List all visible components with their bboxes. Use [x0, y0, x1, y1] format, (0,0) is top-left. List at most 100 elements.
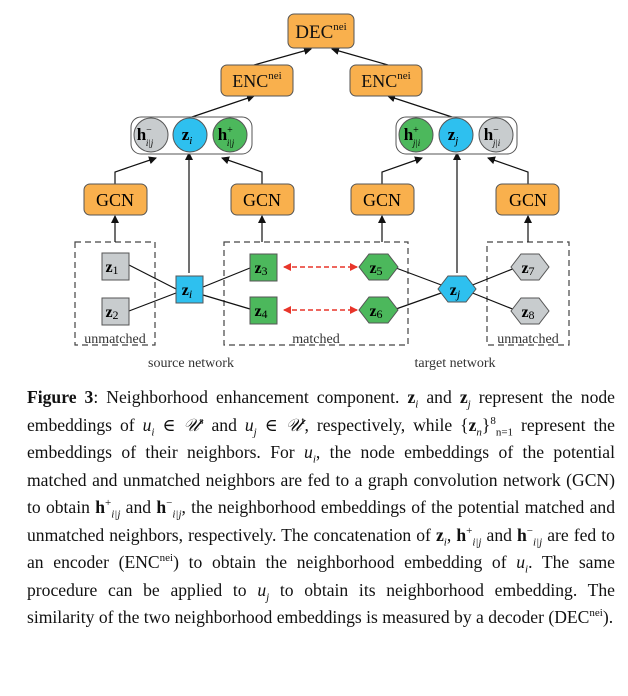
caption-text: represent the node embeddings of [27, 387, 615, 435]
h-plus-ij-label: h+i|j [218, 125, 235, 148]
caption-sym: { [460, 414, 469, 435]
caption-sym: t [301, 414, 305, 427]
zj-label: zj [448, 125, 459, 147]
caption-sym: n=1 [495, 426, 514, 439]
svg-text:GCN: GCN [96, 190, 134, 210]
unmatched-right-label: unmatched [497, 332, 558, 347]
caption-text: to obtain its neighborhood embedding. Th… [27, 579, 615, 628]
caption-sym: u [142, 414, 152, 435]
caption-sym: u [257, 579, 267, 600]
caption-sym: 𝒰 [183, 414, 200, 435]
svg-text:z8: z8 [521, 304, 534, 322]
node-z6: z6 [358, 296, 399, 324]
caption-sym: i [312, 453, 316, 466]
figure-label: Figure 3 [27, 387, 94, 407]
svg-text:z4: z4 [254, 303, 267, 321]
graph-edges [128, 264, 516, 312]
caption-sym: z [459, 387, 468, 407]
svg-text:z2: z2 [105, 304, 118, 322]
flow-arrows [111, 47, 532, 273]
node-z8: z8 [510, 297, 550, 325]
caption-sym: nei [589, 607, 603, 620]
caption-sym: i|j [472, 536, 482, 549]
caption-sym: j [266, 591, 270, 604]
svg-text:ENCnei: ENCnei [232, 70, 281, 91]
node-z4: z4 [249, 296, 278, 325]
neighborhood-enhancement-diagram: DECnei ENCnei ENCnei h−i|j zi h+i|j [74, 13, 570, 371]
caption-text: and [426, 387, 452, 407]
figure-caption: Figure 3: Neighborhood enhancement compo… [27, 384, 615, 632]
svg-text:GCN: GCN [509, 190, 547, 210]
caption-sym: + [466, 524, 473, 537]
caption-sym: z [407, 387, 416, 407]
h-minus-ij-label: h−i|j [137, 125, 154, 148]
node-z2: z2 [101, 297, 130, 326]
caption-sym: ∈ [162, 414, 176, 435]
svg-text:z3: z3 [254, 260, 267, 278]
svg-text:z5: z5 [369, 260, 382, 278]
gcn-box-2: GCN [230, 183, 295, 216]
node-z1: z1 [101, 252, 130, 281]
caption-text: ) to obtain the neighborhood embedding o… [173, 552, 507, 572]
caption-sym: i [151, 426, 155, 439]
concat-left: h−i|j zi h+i|j [130, 116, 253, 155]
caption-text: represent the embeddings of their neighb… [27, 414, 615, 463]
caption-sym: u [304, 442, 313, 462]
caption-sym: i [525, 563, 529, 576]
svg-text:GCN: GCN [243, 190, 281, 210]
caption-sym: z [468, 414, 477, 435]
caption-sym: u [516, 552, 526, 572]
enc-nei-box-right: ENCnei [349, 64, 423, 97]
caption-text: : Neighborhood enhancement component. [93, 387, 400, 407]
node-z7: z7 [510, 253, 550, 281]
node-zi: zi [175, 275, 204, 304]
caption-sym: n [476, 426, 482, 439]
h-minus-ji-label: h−j|i [484, 125, 501, 148]
caption-sym: h [517, 524, 527, 545]
caption-sym: z [435, 524, 444, 545]
caption-sym: − [526, 524, 534, 537]
caption-sym: i|j [533, 536, 543, 549]
svg-text:zi: zi [182, 282, 192, 301]
dec-nei-box: DECnei [287, 13, 355, 49]
gcn-box-1: GCN [83, 183, 148, 216]
caption-text: are fed to an encoder (ENC [27, 524, 615, 573]
caption-text: and [486, 524, 512, 545]
caption-text: and [125, 497, 152, 517]
caption-sym: 𝒰 [285, 414, 302, 435]
caption-sym: + [105, 497, 112, 510]
node-z3: z3 [249, 253, 278, 282]
enc-nei-box-left: ENCnei [220, 64, 294, 97]
caption-sym: − [166, 497, 173, 510]
zi-label: zi [182, 125, 193, 147]
svg-text:ENCnei: ENCnei [361, 70, 410, 91]
svg-text:z6: z6 [369, 303, 382, 321]
caption-sym: s [199, 414, 204, 427]
caption-text: , the node embeddings of the potential m… [27, 442, 615, 517]
caption-sym: 8 [490, 414, 496, 427]
caption-sym: h [156, 497, 167, 517]
caption-text: , [446, 524, 452, 545]
matched-label: matched [292, 332, 339, 347]
node-zj: zj [437, 275, 477, 303]
source-network-label: source network [148, 356, 234, 371]
caption-sym: i [443, 536, 447, 549]
caption-sym: h [456, 524, 467, 545]
caption-sym: u [244, 414, 254, 435]
caption-sym: ∈ [264, 414, 278, 435]
matched-group [223, 241, 409, 346]
unmatched-left-label: unmatched [84, 332, 145, 347]
svg-text:z7: z7 [521, 260, 534, 278]
caption-sym: i|j [172, 508, 182, 521]
svg-text:GCN: GCN [363, 190, 401, 210]
caption-text: , respectively, while [304, 414, 453, 435]
caption-sym: h [95, 497, 106, 517]
svg-text:z1: z1 [105, 259, 118, 277]
target-network-label: target network [415, 356, 496, 371]
caption-sym: i|j [111, 508, 121, 521]
h-plus-ji-label: h+j|i [404, 125, 421, 148]
caption-text: , the neighborhood embeddings of the pot… [27, 497, 616, 545]
caption-sym: j [253, 426, 257, 439]
caption-text: ). [602, 607, 614, 627]
caption-text: . The same procedure can be applied to [27, 552, 615, 600]
